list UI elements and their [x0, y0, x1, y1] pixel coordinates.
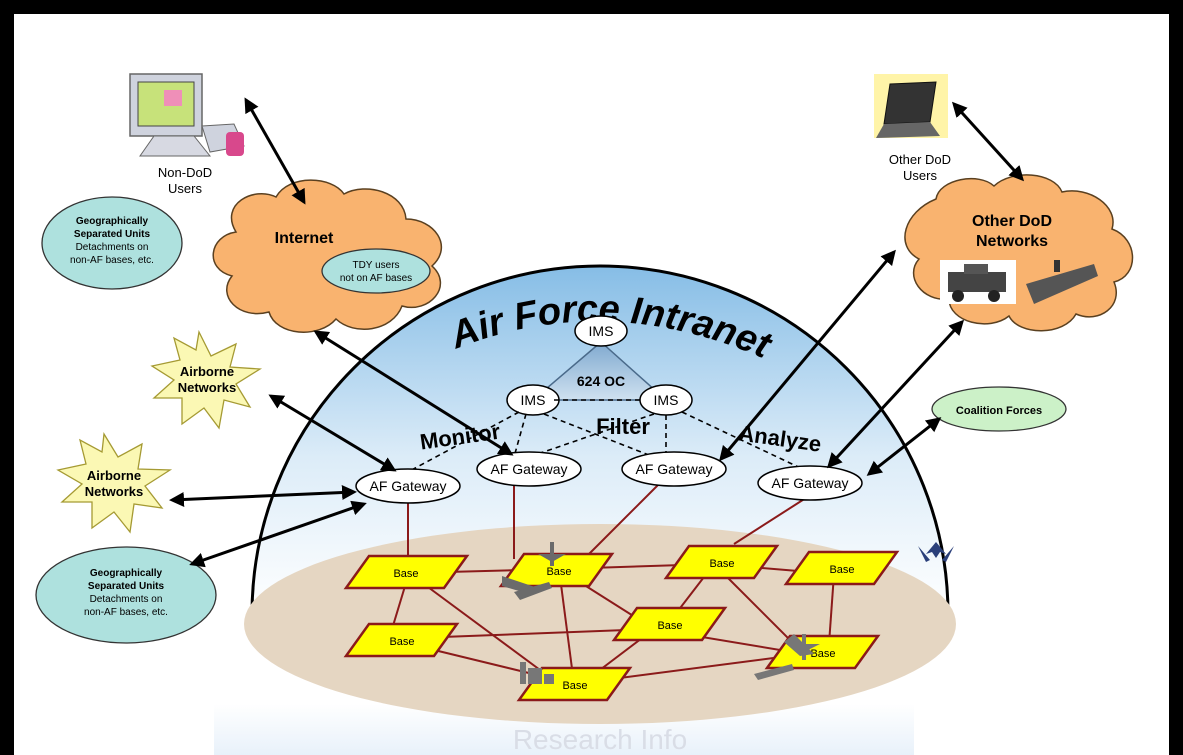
- desktop-computer-icon: [129, 73, 245, 157]
- base-label: Base: [810, 648, 835, 660]
- gsu-bottom-line4: non-AF bases, etc.: [84, 607, 168, 618]
- af-gateway-2-label: AF Gateway: [490, 461, 567, 477]
- non-dod-users-line1: Non-DoD: [158, 165, 212, 180]
- internet-cloud: [212, 179, 443, 333]
- tdy-users-line2: not on AF bases: [340, 273, 412, 284]
- internet-label: Internet: [275, 230, 334, 247]
- af-gateway-3: [621, 451, 727, 487]
- ims-top-label: IMS: [589, 323, 614, 339]
- af-gateway-4: [757, 465, 863, 501]
- arrow-dodnet-gateway3: [719, 249, 896, 462]
- arrow-dodnet-gateway4: [826, 319, 965, 469]
- tdy-users-line1: TDY users: [352, 260, 399, 271]
- watermark-text: Research Info: [513, 724, 687, 755]
- tdy-users-node: [321, 248, 431, 294]
- af-gateway-1-label: AF Gateway: [369, 478, 446, 494]
- base-label: Base: [709, 558, 734, 570]
- base-node: [343, 622, 460, 658]
- ims-right-label: IMS: [654, 392, 679, 408]
- other-dod-users-line2: Users: [903, 168, 937, 183]
- network-diagram: Research Info Air Force Intranet 624 OC …: [35, 73, 1134, 755]
- base-label: Base: [389, 636, 414, 648]
- laptop-icon: [874, 74, 948, 138]
- base-node: [663, 544, 780, 580]
- arrow-coalition-gateway: [866, 417, 942, 476]
- gsu-top-line2: Separated Units: [74, 229, 151, 240]
- af-gateway-2: [476, 451, 582, 487]
- base-label: Base: [393, 568, 418, 580]
- gateway-base-links: [407, 482, 810, 562]
- base-label: Base: [657, 620, 682, 632]
- oc-label: 624 OC: [577, 373, 625, 389]
- ship-icon: [1026, 260, 1098, 304]
- arrow-airborne1-gateway: [268, 394, 397, 472]
- non-dod-users-line2: Users: [168, 181, 202, 196]
- airborne-networks-2: [56, 432, 173, 534]
- arrow-airborne2-gateway: [169, 485, 357, 507]
- gsu-top-line4: non-AF bases, etc.: [70, 255, 154, 266]
- jet-icon: [754, 634, 820, 680]
- diagram-canvas: Research Info Air Force Intranet 624 OC …: [14, 14, 1169, 755]
- gsu-bottom-node: [35, 546, 217, 644]
- gsu-top-line1: Geographically: [76, 216, 149, 227]
- other-dod-networks-line1: Other DoD: [972, 213, 1052, 230]
- base-label: Base: [546, 566, 571, 578]
- airborne-1-line1: Airborne: [180, 364, 234, 379]
- base-node: [783, 550, 900, 586]
- gsu-bottom-line3: Detachments on: [90, 594, 163, 605]
- aircraft-icon: [502, 542, 566, 600]
- base-nodes: Base Base Base Base Base Base Base Base: [343, 544, 900, 702]
- tower-icon: [520, 662, 554, 684]
- gsu-top-line3: Detachments on: [76, 242, 149, 253]
- gsu-top-node: [41, 196, 183, 290]
- base-label: Base: [829, 564, 854, 576]
- af-gateway-3-label: AF Gateway: [635, 461, 712, 477]
- gsu-bottom-line2: Separated Units: [88, 581, 165, 592]
- other-dod-networks-cloud: [904, 174, 1134, 332]
- connector-arrows: [169, 97, 1025, 568]
- other-dod-networks-line2: Networks: [976, 233, 1048, 250]
- vehicle-icon: [940, 260, 1016, 304]
- airborne-2-line2: Networks: [85, 484, 144, 499]
- airborne-1-line2: Networks: [178, 380, 237, 395]
- base-node: [343, 554, 470, 590]
- af-gateway-4-label: AF Gateway: [771, 475, 848, 491]
- filter-label: Filter: [596, 414, 650, 439]
- base-node: [498, 552, 615, 588]
- airborne-networks-1: [150, 329, 263, 430]
- arrow-internet-gateway: [313, 330, 514, 456]
- arrow-users-dodnet: [951, 101, 1025, 182]
- gsu-bottom-line1: Geographically: [90, 568, 163, 579]
- base-label: Base: [562, 680, 587, 692]
- arrow-gsu-gateway: [189, 500, 367, 568]
- other-dod-users-line1: Other DoD: [889, 152, 951, 167]
- arrow-users-internet: [244, 97, 306, 205]
- ims-top-node: [574, 315, 628, 347]
- coalition-forces-label: Coalition Forces: [956, 405, 1042, 417]
- air-force-emblem-icon: [918, 542, 954, 562]
- ims-left-label: IMS: [521, 392, 546, 408]
- base-node: [611, 606, 728, 642]
- airborne-2-line1: Airborne: [87, 468, 141, 483]
